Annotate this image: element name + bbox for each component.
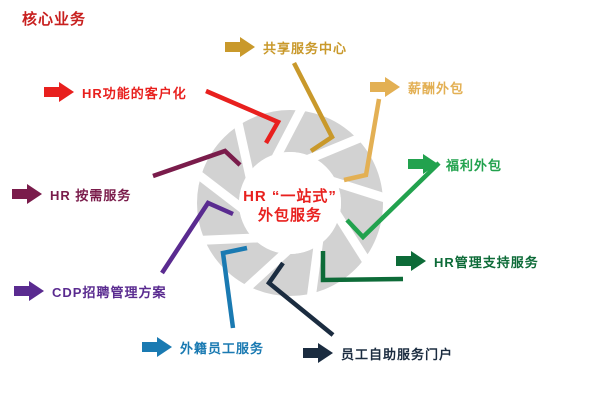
pinwheel-ring [192,101,392,302]
service-item-shared-service-center: 共享服务中心 [225,37,347,57]
service-item-hr-customization: HR功能的客户化 [44,82,187,102]
service-item-employee-self-service: 员工自助服务门户 [303,343,453,363]
service-label: 薪酬外包 [408,80,465,96]
right-arrow-icon [396,251,426,271]
right-arrow-icon [12,184,42,204]
connector-payroll-outsourcing [343,98,382,183]
service-label: 福利外包 [446,157,503,173]
service-label: 共享服务中心 [263,40,348,56]
right-arrow-icon [370,77,400,97]
service-item-benefits-outsourcing: 福利外包 [408,154,502,174]
right-arrow-icon [142,337,172,357]
connector-hr-on-demand [152,148,242,179]
connector-hr-mgmt-support [320,251,404,283]
right-arrow-icon [44,82,74,102]
connector-shared-service-center [291,61,335,153]
right-arrow-icon [14,281,44,301]
service-label: HR管理支持服务 [434,254,539,270]
center-label: HR “一站式” 外包服务 [210,187,370,225]
service-label: CDP招聘管理方案 [52,284,167,300]
service-label: HR 按需服务 [50,187,132,203]
service-item-payroll-outsourcing: 薪酬外包 [370,77,464,97]
right-arrow-icon [303,343,333,363]
center-circle [239,152,341,254]
page-title: 核心业务 [22,11,87,28]
connector-hr-customization [205,88,282,145]
service-item-cdp-recruiting: CDP招聘管理方案 [14,281,166,301]
service-label: HR功能的客户化 [82,85,187,101]
service-item-hr-on-demand: HR 按需服务 [12,184,131,204]
connector-cdp-recruiting [160,200,234,275]
right-arrow-icon [408,154,438,174]
ring-gaps [192,101,392,302]
connector-benefits-outsourcing [345,161,441,241]
service-label: 员工自助服务门户 [341,346,454,362]
service-label: 外籍员工服务 [180,340,265,356]
center-label-line2: 外包服务 [257,207,322,224]
right-arrow-icon [225,37,255,57]
connector-expat-employee-service [220,245,248,329]
service-item-hr-mgmt-support: HR管理支持服务 [396,251,539,271]
center-label-line1: HR “一站式” [243,188,337,205]
service-item-expat-employee-service: 外籍员工服务 [142,337,264,357]
connector-lines [152,61,441,337]
connector-employee-self-service [265,261,335,337]
